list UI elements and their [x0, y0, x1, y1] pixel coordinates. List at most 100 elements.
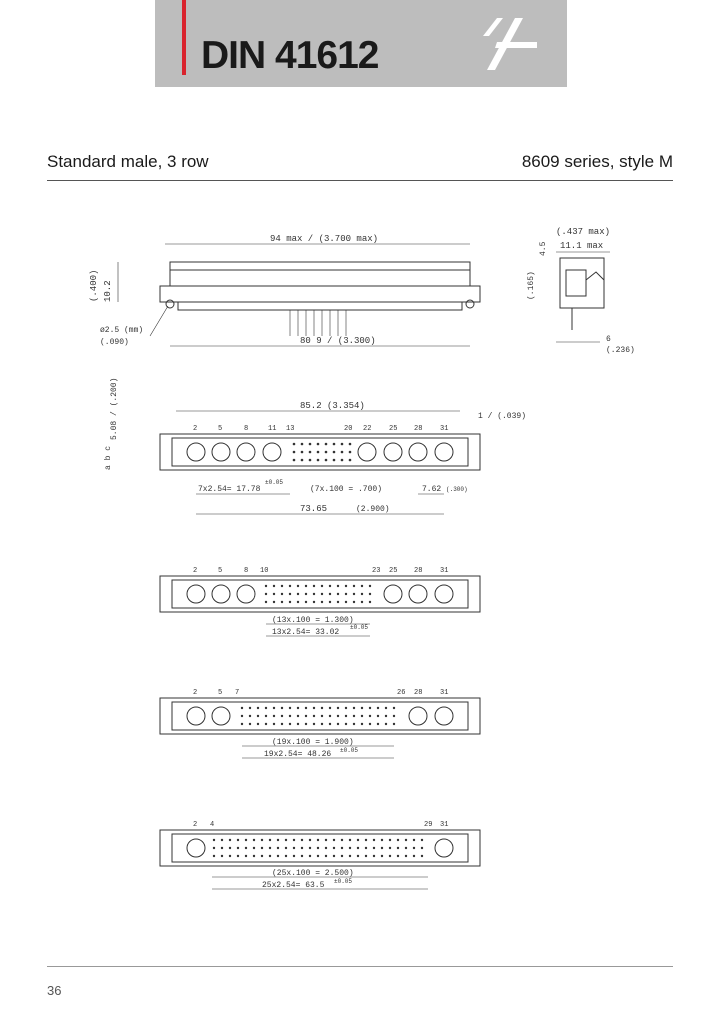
contact-dot [332, 846, 336, 850]
dim-side-in: (.437 max) [556, 227, 610, 237]
contact-dot [396, 838, 400, 842]
footer-rule [47, 966, 673, 967]
dim-side-bottom: 6 [606, 335, 611, 344]
dim-span-mm: 13x2.54= 33.02 [272, 628, 339, 637]
connector-layout-1: 85.2 (3.354) 1 / (.039) 5.08 / (.200) a … [104, 378, 526, 515]
contact-dot [236, 838, 240, 842]
pin-label: 2 [193, 567, 197, 575]
contact-dot [396, 846, 400, 850]
contact-dot [364, 838, 368, 842]
dim-height-mm: 10.2 [103, 280, 113, 302]
pin-label: 8 [244, 567, 248, 575]
dim-overall-length: 94 max / (3.700 max) [270, 234, 378, 244]
document-title: DIN 41612 [201, 34, 379, 77]
dim-side-bottom-in: (.236) [606, 346, 635, 355]
contact-dot [244, 838, 248, 842]
contact-dot [404, 846, 408, 850]
contact-dot [324, 854, 328, 858]
contact-dot [236, 846, 240, 850]
pin-label: 4 [210, 821, 214, 829]
contact-dot [276, 846, 280, 850]
contact-dot [380, 838, 384, 842]
contact-dot [252, 846, 256, 850]
pin-label: 25 [389, 567, 397, 575]
row-letters: a b c [104, 446, 113, 470]
contact-dot [340, 854, 344, 858]
contact-dot [260, 838, 264, 842]
dim-group-spacing: 7.62 [422, 485, 441, 494]
contact-dot [356, 846, 360, 850]
dim-height-in: (.400) [89, 270, 99, 302]
contact-dot [228, 838, 232, 842]
contact-dot [348, 846, 352, 850]
side-view-drawing: (.437 max) 11.1 max (.165) 4.5 6 (.236) [527, 227, 635, 355]
contact-dot [404, 854, 408, 858]
dim-span-in: (13x.100 = 1.300) [272, 616, 354, 625]
contact-dot [268, 854, 272, 858]
dim-contact-span: 73.65 [300, 504, 327, 514]
contact-dot [324, 846, 328, 850]
connector-layout-4: 2 4 29 31 (25x.100 = 2.500) 25x2.54= 63.… [159, 821, 481, 890]
dim-span-mm: 25x2.54= 63.5 [262, 881, 325, 890]
contact-dot [372, 854, 376, 858]
contact-dot [316, 846, 320, 850]
contact-dot [412, 838, 416, 842]
contact-dot [268, 846, 272, 850]
page-number: 36 [47, 983, 62, 998]
contact-dot [316, 854, 320, 858]
pin-label: 5 [218, 689, 222, 697]
pin-label: 2 [193, 689, 197, 697]
pin-label: 22 [363, 425, 371, 433]
dim-hole-in: (.090) [100, 338, 129, 347]
contact-dot [308, 846, 312, 850]
contact-dot [332, 838, 336, 842]
contact-dot [292, 846, 296, 850]
dim-pitch-mm: 7x2.54= 17.78 [198, 485, 261, 494]
contact-dot [292, 838, 296, 842]
contact-dot [316, 838, 320, 842]
contact-dot [252, 838, 256, 842]
contact-dot [348, 854, 352, 858]
contact-dot [308, 838, 312, 842]
contact-dot [340, 838, 344, 842]
contact-dot [380, 854, 384, 858]
pin-label: 28 [414, 425, 422, 433]
contact-dot [420, 846, 424, 850]
contact-dot [412, 854, 416, 858]
dim-pitch-in: (7x.100 = .700) [310, 485, 382, 494]
connector-layout-3: 2 5 7 26 28 31 (19x.100 = 1.900) 19x2.54… [159, 689, 481, 759]
dim-pitch-tol: ±0.05 [265, 479, 283, 486]
contact-dot [276, 854, 280, 858]
pin-label: 31 [440, 567, 448, 575]
pin-label: 13 [286, 425, 294, 433]
dim-body-length: 85.2 (3.354) [300, 401, 365, 411]
dim-side-left-in: (.165) [527, 271, 536, 300]
contact-dot [300, 846, 304, 850]
pin-label: 20 [344, 425, 352, 433]
contact-dot [372, 846, 376, 850]
contact-dot [228, 846, 232, 850]
dim-span-tol: ±0.05 [340, 747, 358, 754]
contact-dot [212, 846, 216, 850]
header-rule [47, 180, 673, 181]
dim-side-mm: 11.1 max [560, 241, 603, 251]
pin-label: 31 [440, 425, 448, 433]
contact-dot [292, 854, 296, 858]
contact-dot [228, 854, 232, 858]
pin-label: 29 [424, 821, 432, 829]
contact-dot [420, 854, 424, 858]
brand-logo-icon [483, 18, 537, 70]
contact-dot [308, 854, 312, 858]
contact-dot [236, 854, 240, 858]
contact-dot [332, 854, 336, 858]
dim-right-offset: 1 / (.039) [478, 412, 526, 421]
contact-dot [388, 838, 392, 842]
pin-label: 5 [218, 567, 222, 575]
contact-dot [284, 838, 288, 842]
contact-dot [268, 838, 272, 842]
contact-dot [388, 846, 392, 850]
contact-dot [404, 838, 408, 842]
pin-label: 5 [218, 425, 222, 433]
dim-group-spacing-in: (.300) [446, 486, 468, 493]
pin-label: 31 [440, 821, 448, 829]
